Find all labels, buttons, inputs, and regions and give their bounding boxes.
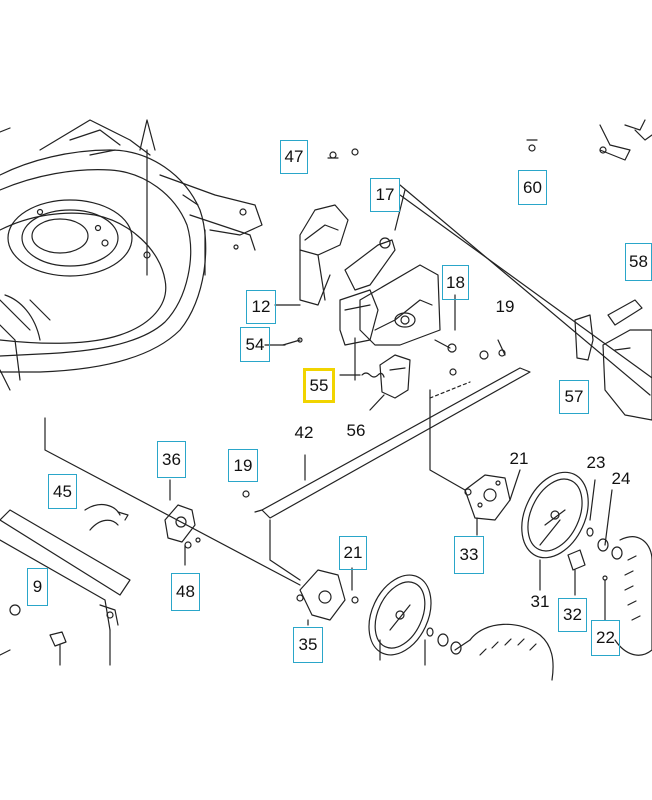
callout-part-36[interactable]: 36 xyxy=(157,441,186,478)
callout-part-21-lower[interactable]: 21 xyxy=(339,536,367,570)
callout-part-9[interactable]: 9 xyxy=(27,568,48,606)
callout-part-22[interactable]: 22 xyxy=(591,620,620,656)
rear-axle xyxy=(242,367,531,519)
front-wheel-assembly xyxy=(0,417,554,681)
callout-part-21-upper[interactable]: 21 xyxy=(509,449,529,468)
callout-part-42[interactable]: 42 xyxy=(294,423,314,442)
callout-part-45[interactable]: 45 xyxy=(48,474,77,509)
callout-part-58[interactable]: 58 xyxy=(625,243,652,281)
callout-part-55-highlighted[interactable]: 55 xyxy=(303,368,335,403)
callout-part-35[interactable]: 35 xyxy=(293,627,323,663)
callout-part-19-upper[interactable]: 19 xyxy=(495,297,515,316)
callout-part-54[interactable]: 54 xyxy=(240,327,270,362)
callout-part-18[interactable]: 18 xyxy=(442,265,469,300)
callout-part-23[interactable]: 23 xyxy=(586,453,606,472)
callout-part-47[interactable]: 47 xyxy=(280,140,308,174)
handle-bracket xyxy=(574,119,652,421)
height-adjuster-mechanism xyxy=(264,139,652,411)
mower-deck-housing xyxy=(0,119,263,391)
callout-part-31[interactable]: 31 xyxy=(530,592,550,611)
callout-part-24[interactable]: 24 xyxy=(611,469,631,488)
callout-part-19-lower[interactable]: 19 xyxy=(228,449,258,482)
callout-part-56[interactable]: 56 xyxy=(346,421,366,440)
callout-part-17[interactable]: 17 xyxy=(370,178,400,212)
rear-wheel-assembly xyxy=(429,389,652,656)
callout-part-33[interactable]: 33 xyxy=(454,536,484,574)
callout-part-12[interactable]: 12 xyxy=(246,290,276,324)
callout-part-60[interactable]: 60 xyxy=(518,170,547,205)
callout-part-32[interactable]: 32 xyxy=(558,598,587,632)
callout-part-57[interactable]: 57 xyxy=(559,380,589,414)
callout-part-48[interactable]: 48 xyxy=(171,573,200,611)
